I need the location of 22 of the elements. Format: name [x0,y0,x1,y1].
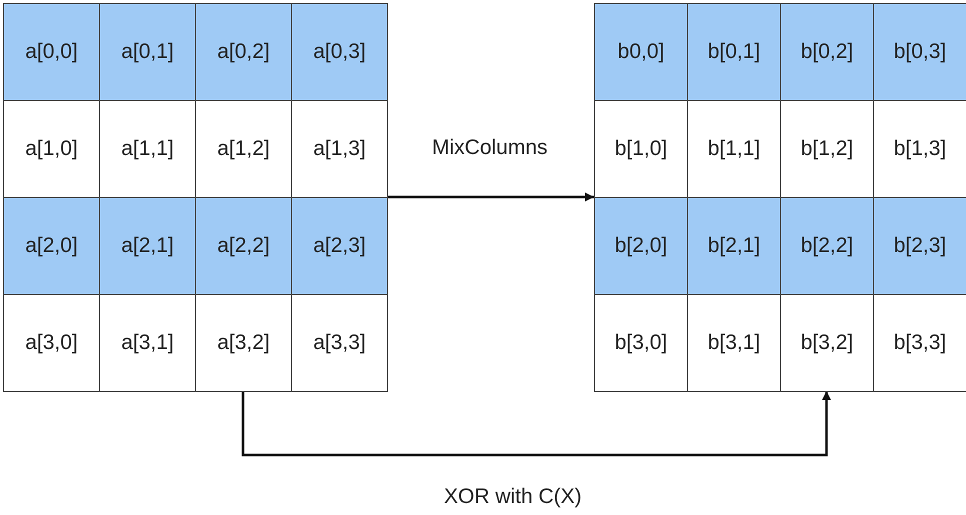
matrix-cell: b[0,1] [687,3,781,101]
matrix-cell: a[0,0] [3,3,100,101]
matrix-cell: b0,0] [594,3,688,101]
matrix-cell: a[2,2] [195,197,292,295]
matrix-cell: b[2,2] [780,197,874,295]
arrow [242,391,831,456]
matrix-grid [3,3,387,391]
matrix-cell: b[0,3] [873,3,966,101]
matrix-cell: b[3,3] [873,294,966,392]
matrix-grid [594,3,966,391]
matrix-cell: a[2,1] [99,197,196,295]
matrix-cell: b[2,3] [873,197,966,295]
arrow [387,192,594,202]
matrix-cell: b[0,2] [780,3,874,101]
matrix-cell: a[2,0] [3,197,100,295]
matrix-cell: a[0,3] [291,3,388,101]
matrix-cell: a[0,2] [195,3,292,101]
matrix-cell: b[2,1] [687,197,781,295]
matrix-cell: a[0,1] [99,3,196,101]
matrix-cell: b[2,0] [594,197,688,295]
matrix-cell: a[2,3] [291,197,388,295]
matrix-cell: a[3,3] [291,294,388,392]
